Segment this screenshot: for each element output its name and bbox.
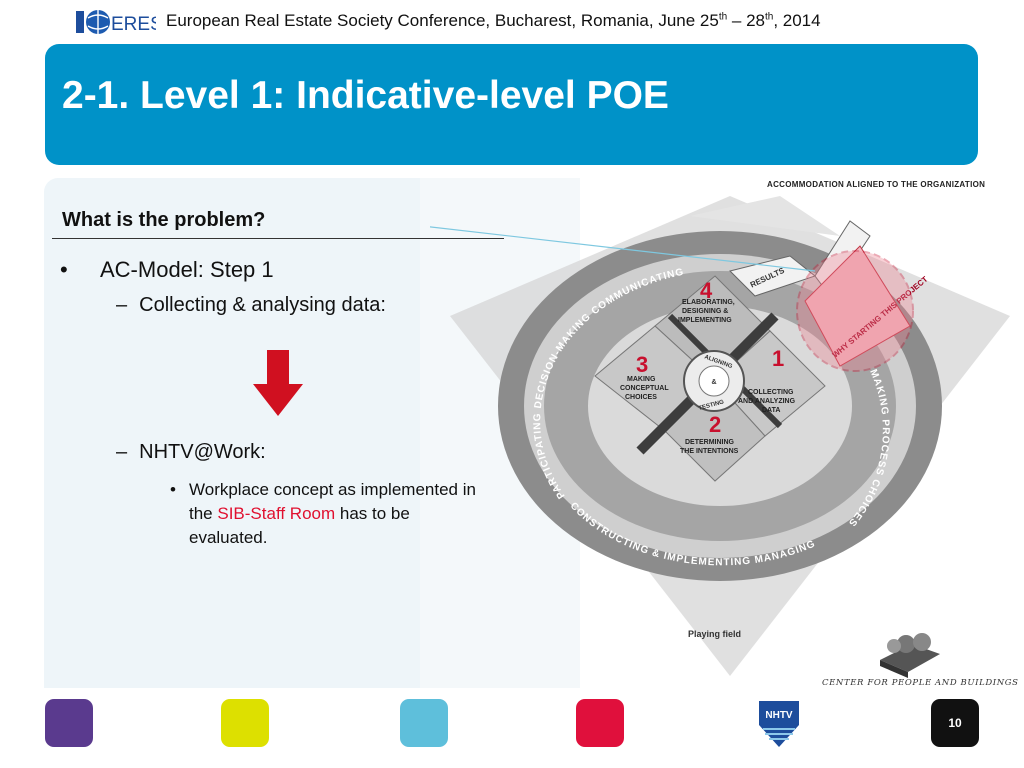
footer-square-cyan bbox=[400, 699, 448, 747]
number-4: 4 bbox=[700, 278, 713, 303]
number-2: 2 bbox=[709, 412, 721, 437]
highlight-text: SIB-Staff Room bbox=[217, 504, 336, 523]
heading-underline bbox=[52, 238, 504, 239]
slide-title: 2-1. Level 1: Indicative-level POE bbox=[62, 74, 669, 117]
ac-model-diagram: PARTICIPATING DECISION-MAKING COMMUNICAT… bbox=[430, 196, 1010, 676]
dash-marker: – bbox=[116, 441, 128, 463]
bullet-nhtv-work: –NHTV@Work: bbox=[116, 441, 266, 464]
eres-logo: ERES bbox=[76, 10, 156, 35]
bullet-text: Workplace concept as implemented in the … bbox=[189, 480, 476, 547]
playing-field-label: Playing field bbox=[688, 629, 741, 639]
why-starting-piece bbox=[804, 245, 911, 367]
bullet-text: AC-Model: Step 1 bbox=[100, 257, 274, 282]
content-background bbox=[44, 178, 424, 688]
bullet-marker: • bbox=[170, 480, 176, 499]
diagram-top-label: ACCOMMODATION ALIGNED TO THE ORGANIZATIO… bbox=[767, 180, 986, 189]
logo-text: ERES bbox=[111, 14, 156, 35]
bullet-text: NHTV@Work: bbox=[139, 441, 266, 463]
bullet-collecting: –Collecting & analysing data: bbox=[116, 294, 386, 317]
svg-text:&: & bbox=[711, 379, 716, 386]
bullet-ac-model: • AC-Model: Step 1 bbox=[60, 257, 274, 283]
conference-title: European Real Estate Society Conference,… bbox=[166, 11, 821, 30]
label-step-4: ELABORATING,DESIGNING &IMPLEMENTING bbox=[678, 299, 735, 324]
footer-square-purple bbox=[45, 699, 93, 747]
cpb-text: CENTER FOR PEOPLE AND BUILDINGS bbox=[822, 678, 1019, 688]
bullet-marker: • bbox=[60, 257, 68, 282]
number-3: 3 bbox=[636, 352, 648, 377]
page-number: 10 bbox=[931, 699, 979, 747]
footer-square-red bbox=[576, 699, 624, 747]
title-bar bbox=[45, 44, 978, 165]
svg-text:NHTV: NHTV bbox=[765, 710, 793, 721]
problem-heading: What is the problem? bbox=[62, 209, 266, 231]
highlight-circle bbox=[796, 250, 914, 372]
down-arrow-icon bbox=[253, 350, 303, 416]
cpb-logo bbox=[880, 633, 940, 678]
bullet-text: Collecting & analysing data: bbox=[139, 294, 386, 316]
nhtv-logo: NHTV bbox=[759, 701, 799, 747]
pointer-line bbox=[430, 226, 816, 272]
dash-marker: – bbox=[116, 294, 128, 316]
footer-square-yellow bbox=[221, 699, 269, 747]
number-1: 1 bbox=[772, 346, 784, 371]
